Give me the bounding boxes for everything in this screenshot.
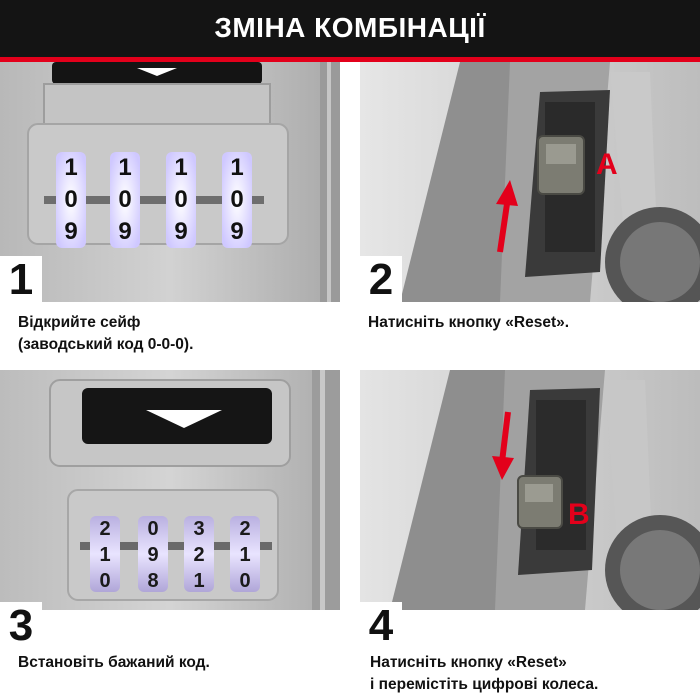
up-arrow-icon: [496, 180, 518, 253]
marker-b: B: [568, 498, 590, 531]
dial-digit: 1: [239, 544, 251, 566]
marker-a: A: [596, 148, 618, 181]
header-banner: ЗМІНА КОМБІНАЦІЇ: [0, 0, 700, 62]
dial-digit: 9: [118, 218, 132, 245]
caption-line: Натисніть кнопку «Reset».: [368, 314, 570, 331]
down-arrow-icon: [492, 411, 514, 480]
page-title: ЗМІНА КОМБІНАЦІЇ: [214, 12, 486, 43]
step-4-photo: B: [360, 370, 700, 610]
caption-line: і перемістіть цифрові колеса.: [370, 676, 599, 693]
step-2-caption: Натисніть кнопку «Reset».: [368, 312, 569, 334]
dial-digit: 3: [193, 518, 205, 540]
step-1-number: 1: [0, 256, 42, 304]
step-1-photo: 1 0 9 1 0 9 1 0 9 1 0 9: [0, 62, 340, 302]
dial-digit: 0: [64, 186, 78, 213]
step-1-caption: Відкрийте сейф (заводський код 0-0-0).: [18, 312, 193, 356]
dial-digit: 0: [99, 570, 111, 592]
step-3-photo: 2 1 0 0 9 8 3 2 1 2 1 0: [0, 370, 340, 610]
dial-digit: 2: [239, 518, 251, 540]
header-accent-bar: [0, 57, 700, 62]
dial-digit: 9: [230, 218, 244, 245]
dial-digit: 1: [230, 154, 244, 181]
dial-digit: 2: [193, 544, 205, 566]
step-3-number: 3: [0, 602, 42, 650]
caption-line: (заводський код 0-0-0).: [18, 336, 194, 353]
caption-line: Встановіть бажаний код.: [18, 654, 210, 671]
dial-digit: 9: [64, 218, 78, 245]
dial-digit: 1: [99, 544, 111, 566]
dial-digit: 0: [230, 186, 244, 213]
dial-digit: 8: [147, 570, 159, 592]
step-4-number: 4: [360, 602, 402, 650]
dial-digit: 0: [118, 186, 132, 213]
dial-digit: 1: [64, 154, 78, 181]
dial-group-3: [90, 516, 260, 592]
dial-group-1: [56, 152, 252, 248]
step-2-number: 2: [360, 256, 402, 304]
dial-digit: 2: [99, 518, 111, 540]
dial-digit: 0: [174, 186, 188, 213]
step-4-caption: Натисніть кнопку «Reset» і перемістіть ц…: [370, 652, 598, 696]
dial-digit: 0: [239, 570, 251, 592]
dial-digit: 1: [174, 154, 188, 181]
step-3-caption: Встановіть бажаний код.: [18, 652, 210, 674]
dial-digit: 1: [193, 570, 205, 592]
dial-digit: 1: [118, 154, 132, 181]
dial-digit: 0: [147, 518, 159, 540]
caption-line: Відкрийте сейф: [18, 314, 141, 331]
caption-line: Натисніть кнопку «Reset»: [370, 654, 567, 671]
dial-digit: 9: [147, 544, 159, 566]
step-2-photo: A: [360, 62, 700, 302]
dial-digit: 9: [174, 218, 188, 245]
